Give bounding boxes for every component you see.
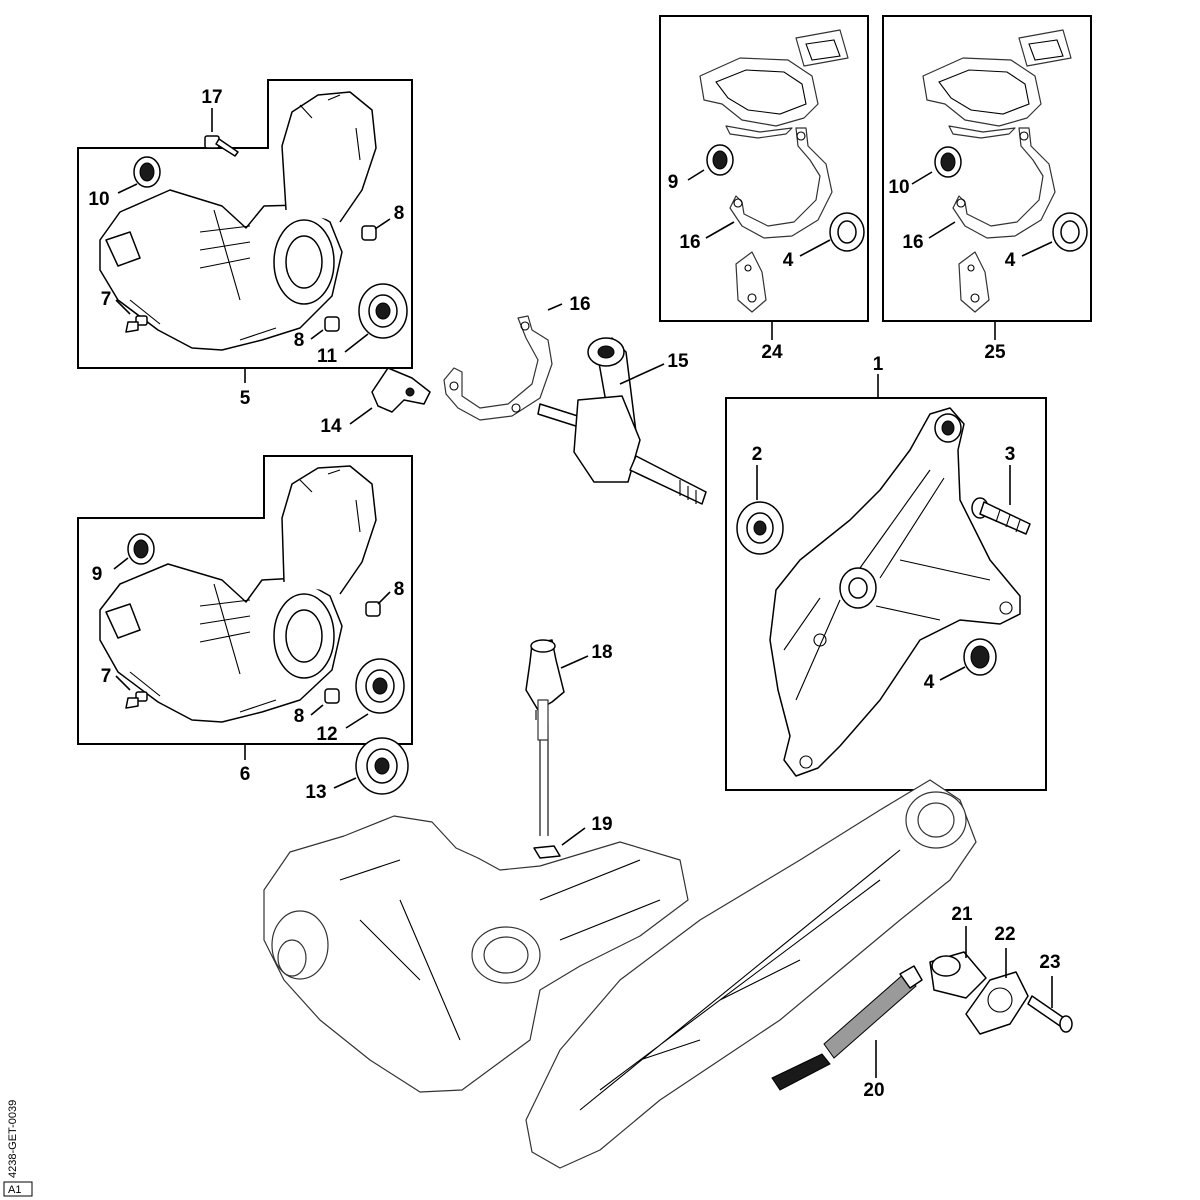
ball-bearing-13 bbox=[355, 737, 409, 795]
drawing-code: 4238-GET-0039 bbox=[7, 1100, 19, 1178]
callout-8: 8 bbox=[394, 203, 405, 224]
oil-seal-9-lower bbox=[127, 533, 155, 565]
sleeve-8-c bbox=[365, 601, 381, 617]
callout-22: 22 bbox=[994, 924, 1015, 945]
callout-8: 8 bbox=[394, 579, 405, 600]
oil-pickup-18 bbox=[525, 639, 565, 836]
frame-gasket-set-24 bbox=[659, 15, 869, 322]
callout-16: 16 bbox=[902, 232, 923, 253]
screw-23 bbox=[1027, 995, 1073, 1033]
sleeve-8-a bbox=[361, 225, 377, 241]
callout-13: 13 bbox=[305, 782, 326, 803]
callout-21: 21 bbox=[951, 904, 973, 925]
gasket-set-25-parts bbox=[922, 29, 1088, 313]
callout-18: 18 bbox=[591, 642, 612, 663]
part-14 bbox=[371, 367, 431, 413]
callout-10: 10 bbox=[88, 189, 109, 210]
callout-9: 9 bbox=[92, 564, 103, 585]
leader-lines bbox=[113, 108, 1053, 1078]
callouts: 17 10 8 7 8 11 5 14 16 15 1 2 3 4 9 8 7 … bbox=[88, 87, 1060, 1101]
ball-bearing-2 bbox=[736, 501, 784, 555]
ball-bearing-11 bbox=[358, 283, 408, 339]
callout-25: 25 bbox=[984, 342, 1006, 363]
ball-bearing-12 bbox=[355, 658, 405, 714]
callout-8: 8 bbox=[294, 330, 305, 351]
crankcase-half-6 bbox=[99, 465, 377, 723]
callout-11: 11 bbox=[317, 346, 338, 367]
oil-seal-10-upper bbox=[133, 156, 161, 188]
frame-crankcase-5 bbox=[77, 79, 413, 369]
stud-screw-3 bbox=[971, 497, 1031, 535]
callout-23: 23 bbox=[1039, 952, 1060, 973]
callout-10: 10 bbox=[888, 177, 909, 198]
callout-4: 4 bbox=[1005, 250, 1016, 271]
callout-16: 16 bbox=[679, 232, 700, 253]
callout-20: 20 bbox=[863, 1080, 884, 1101]
callout-12: 12 bbox=[316, 724, 337, 745]
bracket-22 bbox=[965, 971, 1029, 1035]
callout-1: 1 bbox=[873, 354, 884, 375]
callout-14: 14 bbox=[320, 416, 342, 437]
crankshaft-15 bbox=[537, 337, 707, 505]
callout-24: 24 bbox=[761, 342, 783, 363]
sheet-ref: A1 bbox=[8, 1184, 21, 1196]
part-19 bbox=[533, 845, 561, 859]
callout-4: 4 bbox=[783, 250, 794, 271]
screw-7-lower bbox=[125, 691, 148, 709]
callout-16: 16 bbox=[569, 294, 590, 315]
callout-5: 5 bbox=[240, 388, 251, 409]
callout-4: 4 bbox=[924, 672, 935, 693]
callout-6: 6 bbox=[240, 764, 251, 785]
frame-crankcase-half-1 bbox=[725, 397, 1047, 791]
crankcase-half-5 bbox=[99, 91, 377, 351]
callout-17: 17 bbox=[201, 87, 222, 108]
callout-19: 19 bbox=[591, 814, 612, 835]
callout-7: 7 bbox=[101, 666, 112, 687]
oil-seal-4 bbox=[963, 638, 997, 676]
tank-housing bbox=[263, 815, 689, 1093]
sleeve-8-d bbox=[324, 688, 340, 704]
frame-gasket-set-25 bbox=[882, 15, 1092, 322]
sleeve-8-b bbox=[324, 316, 340, 332]
callout-2: 2 bbox=[752, 444, 763, 465]
gasket-16 bbox=[443, 315, 553, 421]
guard-arm bbox=[525, 779, 977, 1169]
sleeve-21 bbox=[929, 951, 987, 999]
frame-crankcase-6 bbox=[77, 455, 413, 745]
sheet-ref-box bbox=[3, 1181, 33, 1197]
callout-15: 15 bbox=[667, 351, 689, 372]
crankcase-half-1 bbox=[769, 407, 1021, 777]
callout-9: 9 bbox=[668, 172, 679, 193]
gasket-set-24-parts bbox=[699, 29, 865, 313]
callout-7: 7 bbox=[101, 289, 112, 310]
callout-8: 8 bbox=[294, 706, 305, 727]
screw-17 bbox=[204, 135, 239, 157]
tensioner-rod-20 bbox=[771, 965, 923, 1091]
screw-7-upper bbox=[125, 315, 148, 333]
callout-3: 3 bbox=[1005, 444, 1016, 465]
